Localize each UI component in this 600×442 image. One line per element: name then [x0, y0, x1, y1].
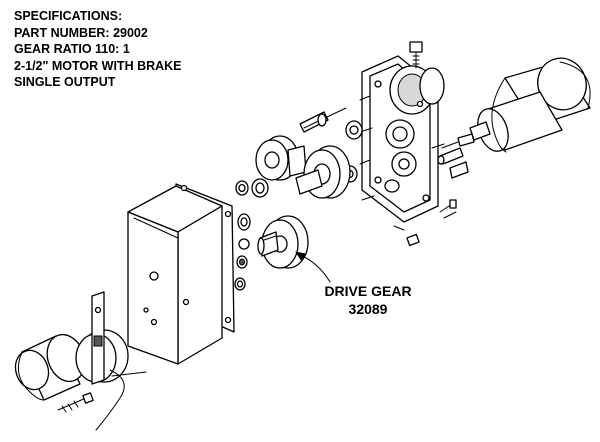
gearbox-housing	[359, 55, 445, 223]
electrical-box	[127, 183, 235, 365]
housing-fasteners	[393, 199, 457, 247]
washers	[234, 178, 269, 291]
drive-gear-leader	[295, 251, 331, 283]
brake-cover	[14, 333, 86, 401]
spec-motor: 2-1/2" MOTOR WITH BRAKE	[14, 58, 182, 73]
long-shaft	[299, 107, 347, 133]
drive-gear-callout: DRIVE GEAR 32089	[318, 282, 418, 318]
drive-gear	[257, 215, 309, 269]
brake-unit	[75, 291, 147, 431]
specifications-title: SPECIFICATIONS:	[14, 9, 123, 23]
brake-screw	[57, 392, 94, 413]
spec-gear-ratio: GEAR RATIO 110: 1	[14, 42, 130, 56]
motor-cylinder	[441, 57, 591, 153]
callout-label: DRIVE GEAR	[324, 283, 412, 299]
spec-part-number: PART NUMBER: 29002	[14, 25, 148, 40]
spec-output: SINGLE OUTPUT	[14, 75, 116, 89]
top-bolt	[409, 41, 423, 69]
motor-shaft-parts	[437, 147, 469, 179]
callout-part-number: 32089	[348, 301, 388, 317]
specifications-block: SPECIFICATIONS: PART NUMBER: 29002 GEAR …	[14, 8, 182, 91]
second-reduction-gear	[295, 145, 351, 199]
first-reduction-gear	[255, 135, 307, 181]
